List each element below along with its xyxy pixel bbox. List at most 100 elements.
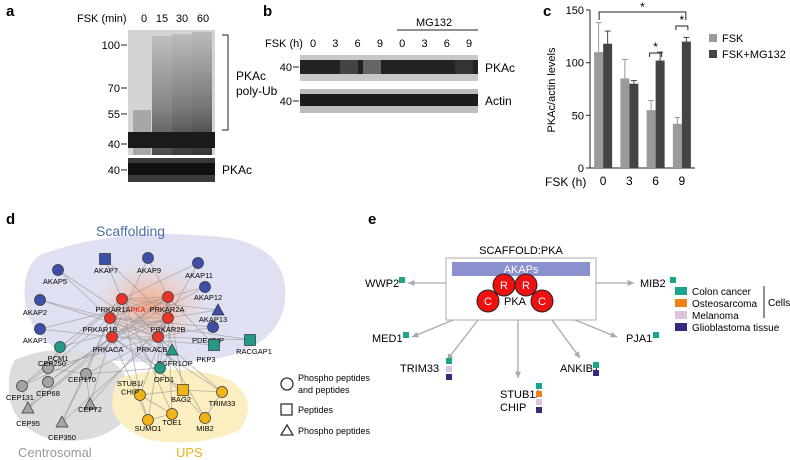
node-akap11: [192, 257, 204, 269]
legend-square-label: Peptides: [298, 405, 334, 415]
panel-a-bracket-label-1: PKAc: [236, 69, 266, 83]
panel-c-letter: c: [543, 3, 551, 20]
node-bag2: [177, 384, 189, 396]
net-edge-46: [21, 298, 123, 387]
target-ankib1-swatch-colon: [593, 362, 599, 368]
chart-ytick-label-3: 150: [566, 5, 584, 17]
pka-c2: [530, 289, 554, 313]
net-edge-21: [167, 262, 199, 319]
node-akap13: [211, 303, 225, 316]
chart-ytick-label-0: 0: [578, 163, 584, 175]
chart-sig-star-0-9: *: [640, 0, 645, 14]
panel-b-treatment: MG132: [416, 17, 452, 29]
chart-xtick-label-0: 0: [600, 174, 607, 188]
net-edge-37: [157, 336, 251, 341]
chart-bar-0-2: [646, 110, 656, 168]
target-med1-swatch-colon: [403, 332, 409, 338]
panel-a-mw-bottom: 40: [108, 165, 120, 177]
chart-sig-star-6: *: [653, 40, 658, 54]
legend-colon-swatch: [675, 287, 687, 295]
net-edge-51: [89, 298, 123, 405]
chart-xlabel: FSK (h): [545, 175, 586, 189]
chart-xtick-label-1: 3: [626, 174, 633, 188]
node-pde4dip: [207, 321, 219, 333]
node-label-toe1: TOE1: [162, 418, 181, 427]
chart-xtick-label-3: 9: [679, 174, 686, 188]
node-label-raccgap1: RACGAP1: [236, 347, 272, 356]
net-edge-26: [39, 299, 111, 319]
panel-a: a FSK (min) 0 15 30 60 100 70 55 40 PKAc…: [6, 3, 278, 182]
pka-r2: [514, 273, 538, 297]
net-edge-53: [27, 296, 169, 409]
net-edge-28: [167, 309, 219, 319]
chart-bar-0-3: [672, 123, 682, 168]
arrow-wwp2-head: [408, 279, 415, 287]
node-label-prkar1b: PRKAR1B: [82, 325, 117, 334]
node-pcm1: [54, 341, 66, 353]
panel-a-lane-15: 15: [156, 13, 168, 25]
panel-a-lane-0: 0: [141, 13, 147, 25]
panel-a-mw-55: 55: [108, 109, 120, 121]
net-edge-17: [147, 257, 169, 298]
pka-label: PKA: [504, 296, 527, 308]
node-label-stub1_chip: STUB1/CHIP: [117, 379, 144, 397]
chart-bar-0-0: [594, 52, 604, 169]
target-stub1_chip-swatch-colon: [536, 383, 542, 389]
node-label-cep131: CEP131: [6, 393, 34, 402]
panel-b-actin-label: Actin: [485, 94, 512, 108]
net-edge-74: [61, 373, 87, 423]
arrow-ankib1-head: [573, 351, 580, 358]
panel-b-lane-4: 0: [399, 38, 405, 50]
arrow-stub1-head: [514, 371, 522, 378]
panel-a-pkac-label: PKAc: [222, 163, 252, 177]
target-pja1: PJA1: [626, 333, 652, 345]
target-stub1_chip: STUB1/CHIP: [500, 389, 539, 414]
legend-melanoma-label: Melanoma: [692, 311, 739, 322]
net-edge-24: [167, 286, 206, 298]
node-label-akap7: AKAP7: [94, 266, 118, 275]
target-stub1_chip-swatch-glioblastoma: [536, 407, 542, 413]
scaffold-title: SCAFFOLD:PKA: [479, 245, 563, 257]
panel-a-mw-70: 70: [108, 83, 120, 95]
pka-c1-label: C: [484, 296, 492, 308]
panel-e-letter: e: [368, 211, 376, 228]
chart-ytick-label-2: 100: [566, 58, 584, 70]
node-trim33: [216, 386, 228, 398]
net-edge-79: [182, 389, 223, 393]
net-edge-18: [111, 257, 149, 338]
arrow-pja1: [574, 319, 618, 338]
target-stub1_chip-swatch-melanoma: [536, 399, 542, 405]
node-cep170: [80, 368, 92, 380]
node-label-pkp3: PKP3: [196, 355, 215, 364]
net-edge-54: [27, 336, 113, 409]
target-trim33-swatch-glioblastoma: [446, 374, 452, 380]
net-edge-76: [139, 389, 184, 396]
panel-b-lane-5: 3: [421, 38, 427, 50]
panel-b-lane-6: 6: [444, 38, 450, 50]
node-label-bag2: BAG2: [171, 395, 191, 404]
chart-bar-1-0: [603, 43, 613, 168]
node-cep131: [16, 380, 28, 392]
panel-a-smear-30: [172, 34, 192, 155]
panel-a-fsk-label: FSK (min): [77, 13, 127, 25]
arrow-ankib1: [551, 319, 581, 359]
group-ups: UPS: [176, 445, 203, 460]
panel-a-lane-30: 30: [176, 13, 188, 25]
node-label-akap12: AKAP12: [194, 293, 222, 302]
akaps-label: AKAPs: [504, 264, 539, 276]
panel-b-pkac-label: PKAc: [485, 61, 515, 75]
node-label-pcm1: PCM1: [48, 354, 69, 363]
net-edge-36: [167, 296, 215, 346]
node-label-akap5: AKAP5: [43, 277, 67, 286]
legend-melanoma-swatch: [675, 311, 687, 319]
node-sumo1: [142, 414, 154, 426]
node-label-trim33: TRIM33: [209, 399, 236, 408]
net-edge-58: [121, 298, 141, 396]
node-raccgap1: [244, 334, 256, 346]
pka-r1-label: R: [500, 280, 508, 292]
node-fgfr1op: [165, 343, 179, 356]
panel-d-letter: d: [6, 211, 15, 228]
node-prkacb: [152, 331, 164, 343]
